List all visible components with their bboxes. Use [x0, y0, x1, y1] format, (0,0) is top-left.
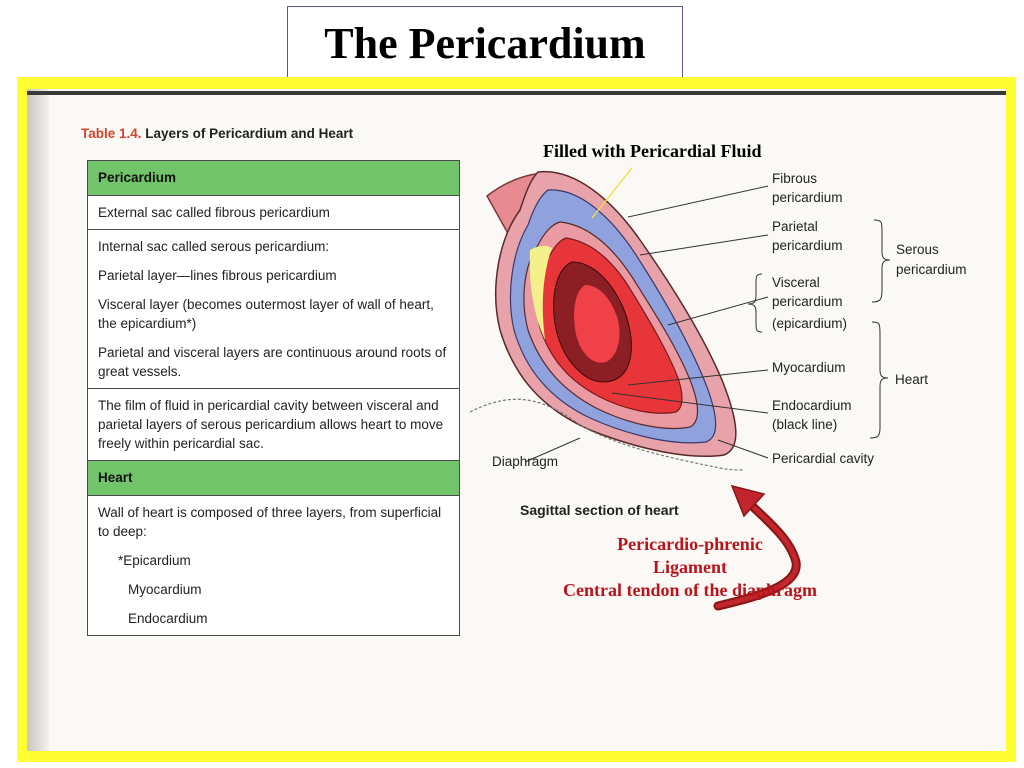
diaphragm-shape: [469, 398, 745, 471]
table-row-text: The film of fluid in pericardial cavity …: [98, 398, 444, 451]
label-serous: pericardium: [896, 262, 967, 277]
diagram-caption: Sagittal section of heart: [520, 502, 679, 518]
label-myocardium: Myocardium: [772, 360, 846, 375]
table-row-text: Parietal layer—lines fibrous pericardium: [98, 268, 337, 283]
label-serous: Serous: [896, 242, 939, 257]
ligament-note-line: Central tendon of the diaphragm: [562, 580, 817, 600]
table-row-fibrous: External sac called fibrous pericardium: [88, 196, 459, 230]
table-row-fluid: The film of fluid in pericardial cavity …: [88, 389, 459, 461]
table-row-text: External sac called fibrous pericardium: [98, 205, 330, 220]
table-caption: Table 1.4. Layers of Pericardium and Hea…: [81, 126, 353, 141]
ligament-note-line: Ligament: [653, 557, 727, 577]
label-leader-lines: [524, 167, 769, 463]
heart-layer-item: Myocardium: [128, 582, 202, 597]
fluid-note: Filled with Pericardial Fluid: [543, 141, 762, 161]
layers-table: Pericardium External sac called fibrous …: [87, 160, 460, 636]
label-fibrous: Fibrous: [772, 171, 817, 186]
table-caption-number: Table 1.4.: [81, 126, 142, 141]
table-row-serous: Internal sac called serous pericardium: …: [88, 230, 459, 389]
heart-layer-item: Endocardium: [128, 611, 208, 626]
page-gutter-shadow: [27, 89, 49, 751]
label-diaphragm: Diaphragm: [492, 454, 558, 469]
pericardium-header: Pericardium: [88, 161, 459, 196]
heart-header: Heart: [88, 461, 459, 496]
table-row-text: Parietal and visceral layers are continu…: [98, 345, 447, 379]
ligament-note-line: Pericardio-phrenic: [617, 534, 763, 554]
grouping-braces: [747, 219, 891, 439]
table-caption-text: Layers of Pericardium and Heart: [145, 126, 354, 141]
label-parietal: Parietal: [772, 219, 818, 234]
label-pericardial-cavity: Pericardial cavity: [772, 451, 874, 466]
heart-layer-item: *Epicardium: [118, 553, 191, 568]
label-fibrous: pericardium: [772, 190, 843, 205]
label-visceral: Visceral: [772, 275, 820, 290]
ligament-note: Pericardio-phrenic Ligament Central tend…: [540, 533, 840, 602]
table-row-text: Wall of heart is composed of three layer…: [98, 505, 442, 539]
page-top-rule: [27, 91, 1006, 95]
label-parietal: pericardium: [772, 238, 843, 253]
table-row-heart: Wall of heart is composed of three layer…: [88, 496, 459, 635]
label-heart: Heart: [895, 372, 928, 387]
label-endocardium: (black line): [772, 417, 837, 432]
table-row-text: Internal sac called serous pericardium:: [98, 239, 330, 254]
heart-chamber-shape: [574, 285, 620, 363]
label-visceral: (epicardium): [772, 316, 847, 331]
label-visceral: pericardium: [772, 294, 843, 309]
ligament-arrowhead: [730, 484, 766, 518]
slide-title: The Pericardium: [287, 6, 683, 80]
pericardial-fluid-shape: [529, 245, 552, 340]
table-row-text: Visceral layer (becomes outermost layer …: [98, 297, 434, 331]
label-endocardium: Endocardium: [772, 398, 852, 413]
ligament-arrow: [715, 497, 799, 609]
textbook-scan: Table 1.4. Layers of Pericardium and Hea…: [27, 89, 1006, 751]
